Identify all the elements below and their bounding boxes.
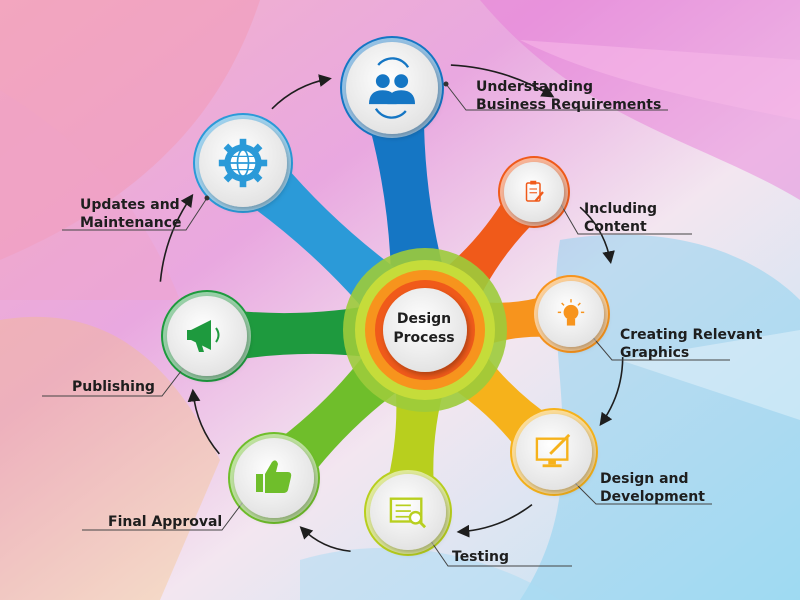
clipboard-pen-icon	[525, 180, 544, 202]
flow-arrow-4	[456, 503, 533, 538]
megaphone-icon	[187, 320, 220, 352]
leader-line-6	[82, 497, 247, 531]
label-step-5: Testing	[452, 549, 509, 565]
lightbulb-icon	[557, 299, 585, 326]
center-disc	[383, 288, 467, 372]
leader-dot-8	[204, 195, 210, 201]
flow-arrow-7	[159, 193, 194, 282]
thumbs-up-icon	[256, 460, 292, 493]
leader-line-8	[62, 197, 208, 231]
disc-2	[504, 162, 564, 222]
leader-line-1	[445, 83, 668, 111]
flow-arrow-6	[187, 388, 220, 455]
document-search-icon	[389, 497, 427, 529]
flow-arrow-3	[599, 357, 624, 426]
flow-arrow-1	[450, 64, 555, 98]
monitor-pen-icon	[535, 433, 571, 468]
disc-5	[370, 474, 446, 550]
globe-gear-icon	[218, 138, 268, 188]
flow-arrow-2	[579, 206, 615, 265]
leader-line-4	[569, 477, 712, 505]
disc-1	[346, 42, 438, 134]
center-hub	[343, 248, 507, 412]
flow-arrow-8	[271, 74, 332, 110]
leader-line-7	[42, 365, 186, 397]
flow-arrow-5	[299, 526, 351, 553]
leader-line-3	[589, 333, 730, 361]
leader-dot-1	[443, 81, 449, 87]
users-sync-icon	[369, 57, 415, 119]
icon-discs-group	[163, 38, 608, 554]
label-step-6: Final Approval	[108, 514, 223, 530]
arrows-group	[159, 64, 624, 553]
label-step-7: Publishing	[72, 379, 155, 395]
